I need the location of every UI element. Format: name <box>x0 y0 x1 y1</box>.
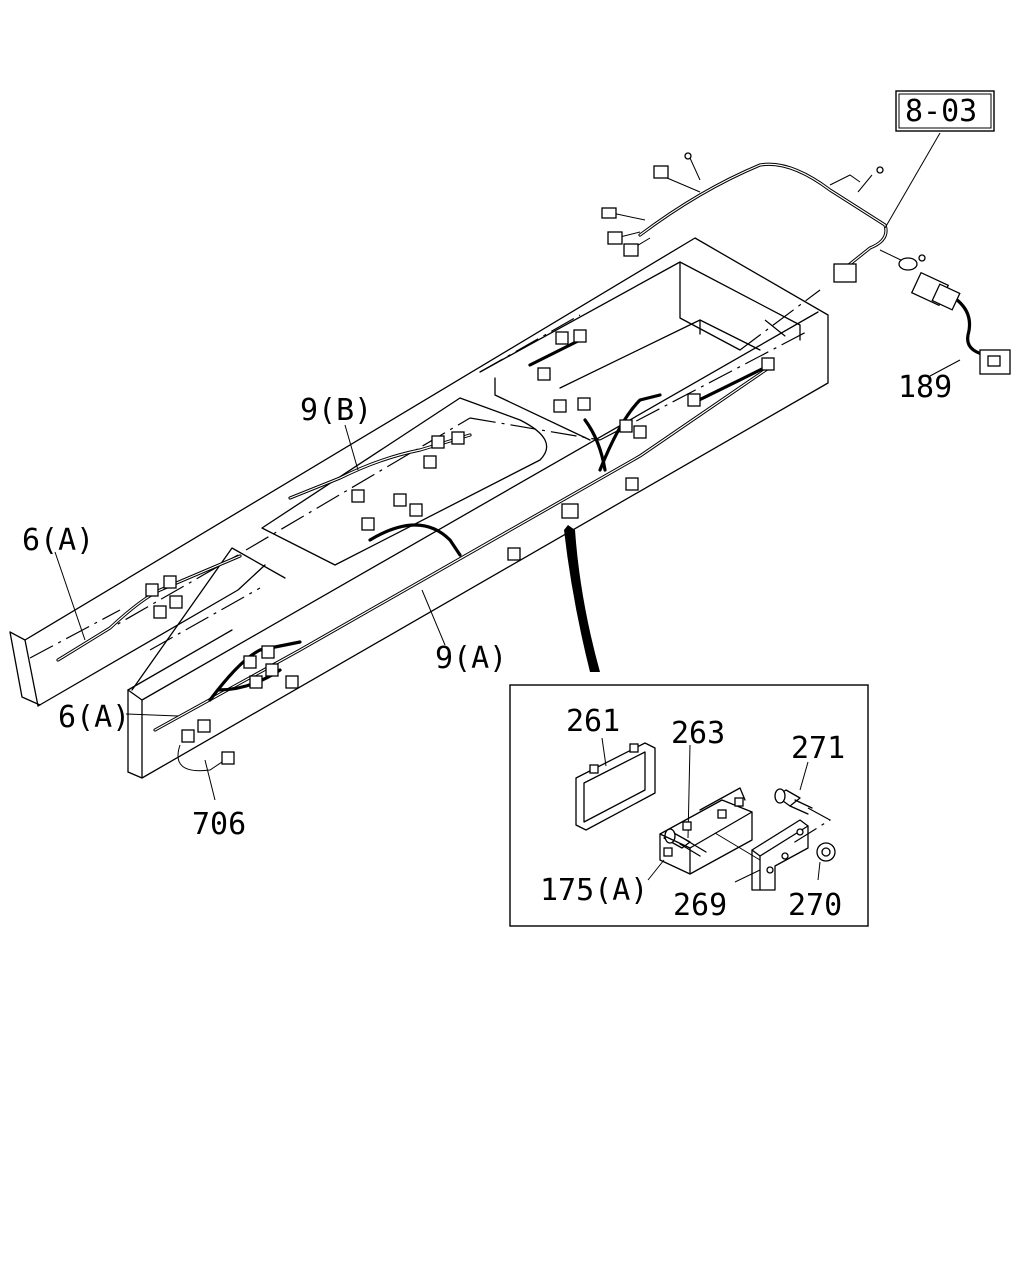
harness-main <box>56 338 772 772</box>
leader-lines <box>54 359 961 801</box>
reference-box[interactable]: 8-03 <box>895 90 995 132</box>
label-9b: 9(B) <box>300 393 372 428</box>
label-175a: 175(A) <box>540 873 648 908</box>
label-6a-bottom: 6(A) <box>58 700 130 735</box>
harness-connectors <box>145 329 775 765</box>
label-271: 271 <box>791 731 845 766</box>
label-270: 270 <box>788 888 842 923</box>
label-261: 261 <box>566 704 620 739</box>
harness-top <box>601 152 1011 375</box>
label-9a: 9(A) <box>435 641 507 676</box>
part-175a-holder <box>659 787 753 875</box>
label-6a-top: 6(A) <box>22 523 94 558</box>
part-261-plate <box>575 742 656 831</box>
part-270-nut <box>816 842 836 862</box>
label-263: 263 <box>671 716 725 751</box>
label-706: 706 <box>192 807 246 842</box>
part-269-bracket <box>751 819 809 891</box>
part-271-bolt <box>774 788 813 815</box>
label-189: 189 <box>898 370 952 405</box>
detail-inset <box>509 684 869 927</box>
label-269: 269 <box>673 888 727 923</box>
reference-box-label: 8-03 <box>905 94 977 129</box>
